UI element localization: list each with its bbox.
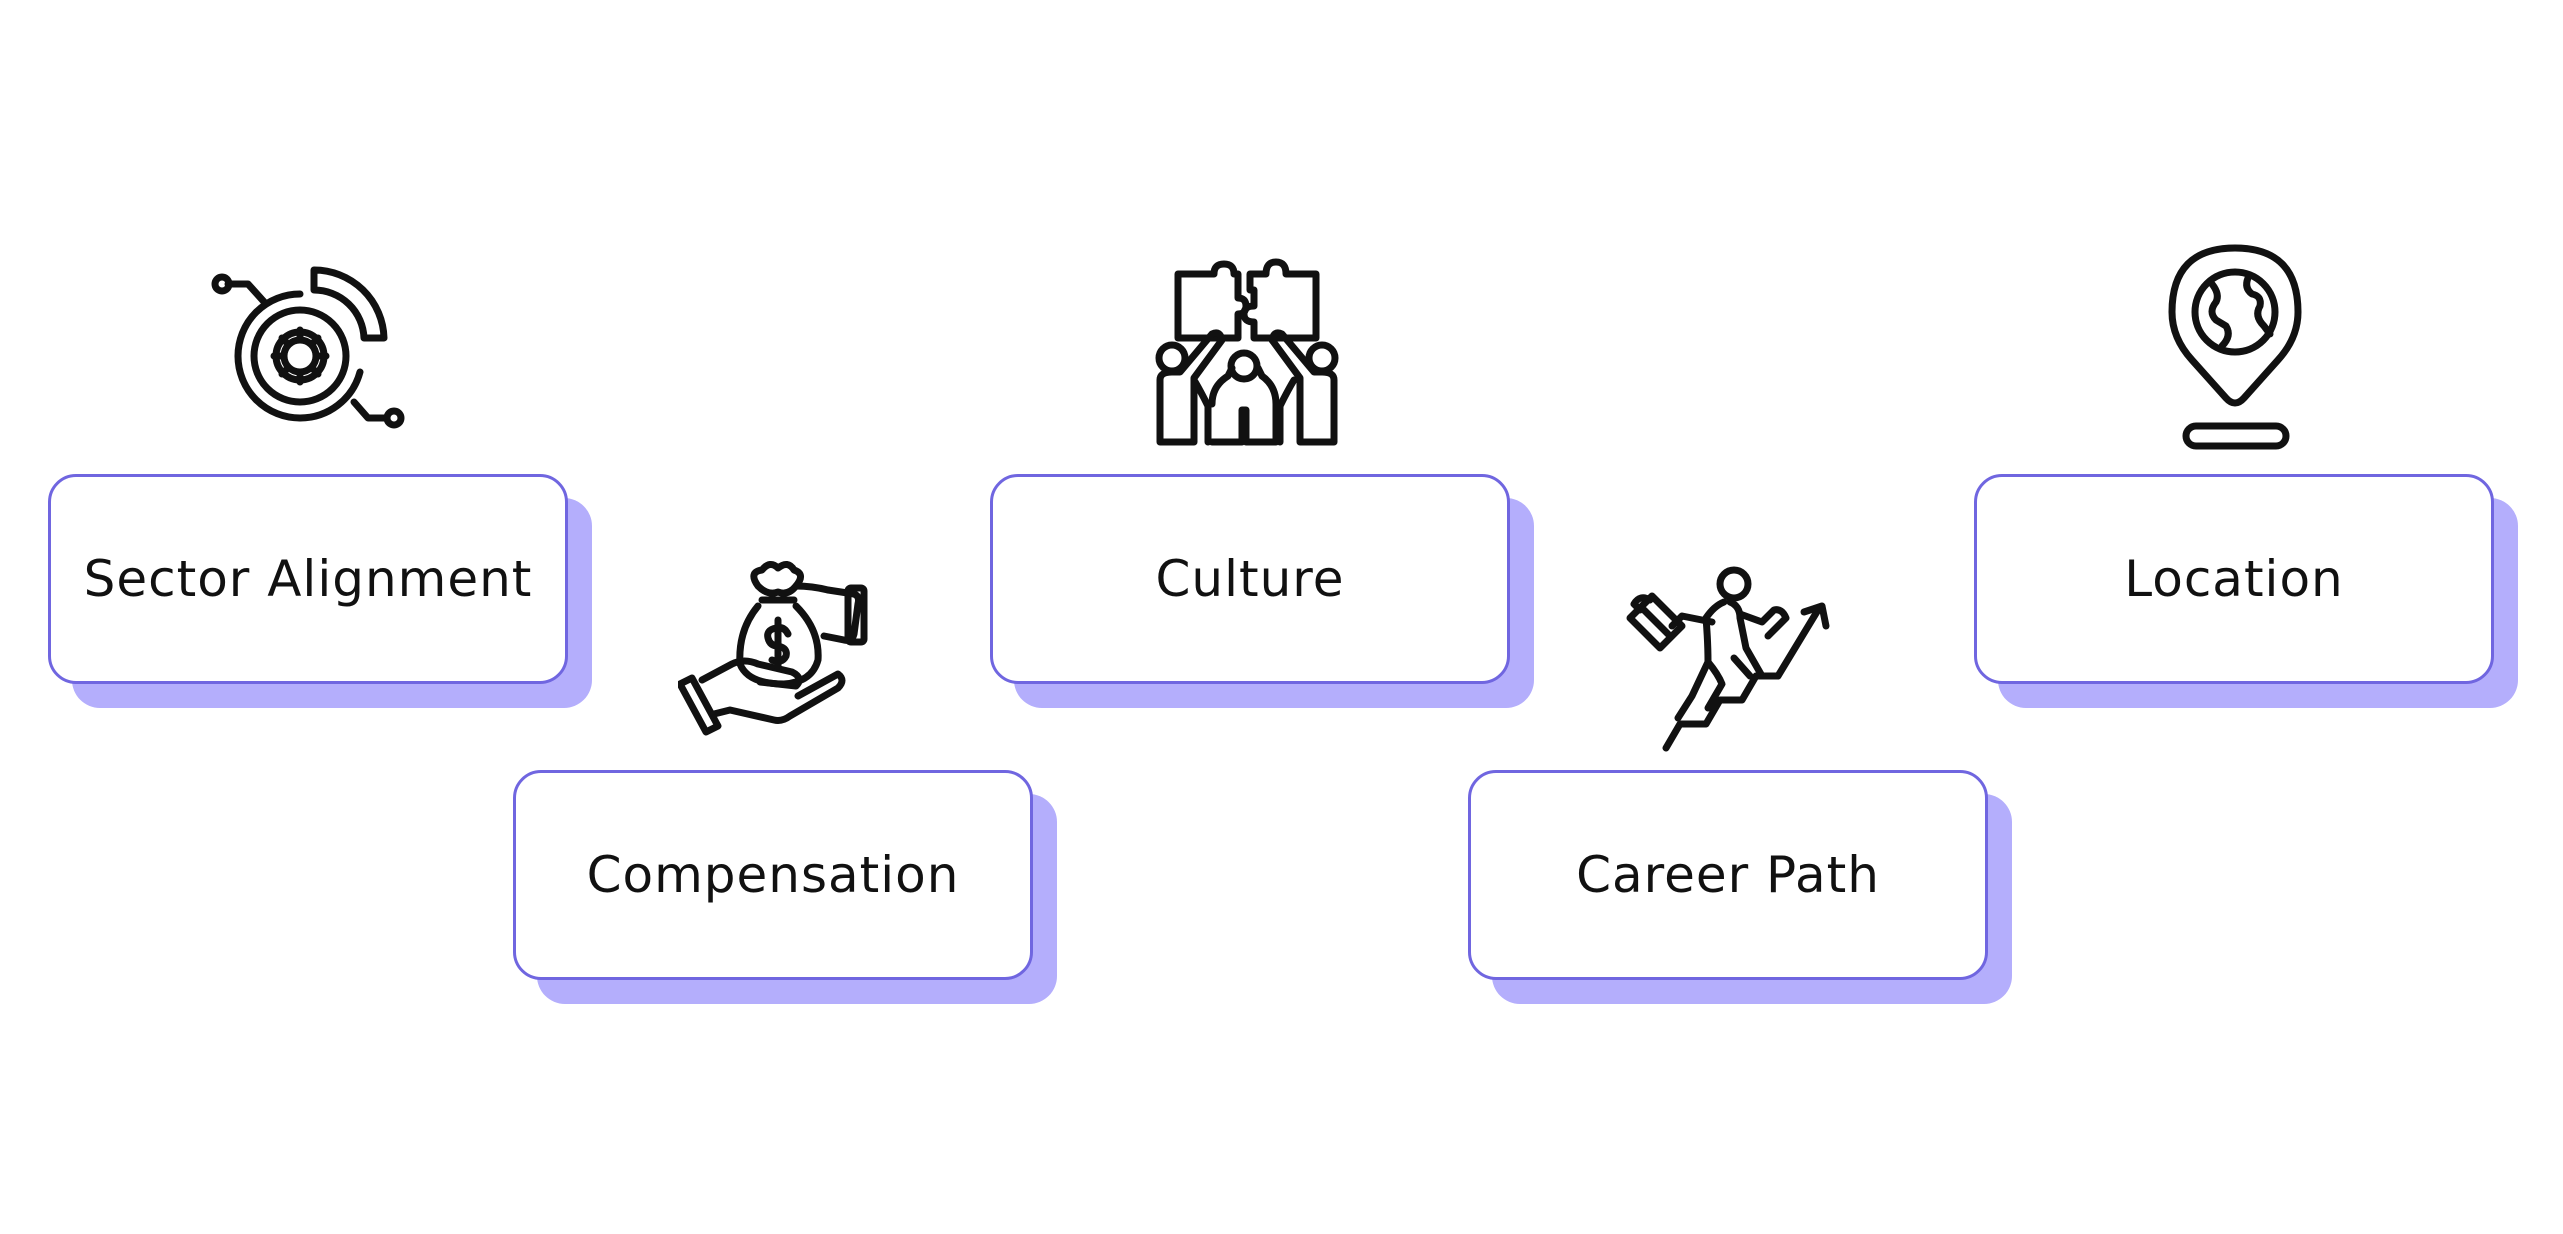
card-label: Location <box>2124 550 2344 608</box>
team-puzzle-icon <box>1150 258 1340 448</box>
card-box: Location <box>1974 474 2494 684</box>
card-box: Sector Alignment <box>48 474 568 684</box>
gear-target-icon <box>210 262 420 442</box>
money-bag-hand-icon <box>678 560 878 740</box>
card-compensation: Compensation <box>513 770 1057 1004</box>
card-label: Compensation <box>586 846 960 904</box>
card-label: Sector Alignment <box>83 550 533 608</box>
card-box: Culture <box>990 474 1510 684</box>
card-label: Career Path <box>1576 846 1880 904</box>
card-culture: Culture <box>990 474 1534 708</box>
card-box: Compensation <box>513 770 1033 980</box>
card-label: Culture <box>1155 550 1345 608</box>
globe-pin-icon <box>2160 242 2310 452</box>
climbing-businessman-icon <box>1622 566 1852 756</box>
card-career-path: Career Path <box>1468 770 2012 1004</box>
card-location: Location <box>1974 474 2518 708</box>
card-sector-alignment: Sector Alignment <box>48 474 592 708</box>
card-box: Career Path <box>1468 770 1988 980</box>
